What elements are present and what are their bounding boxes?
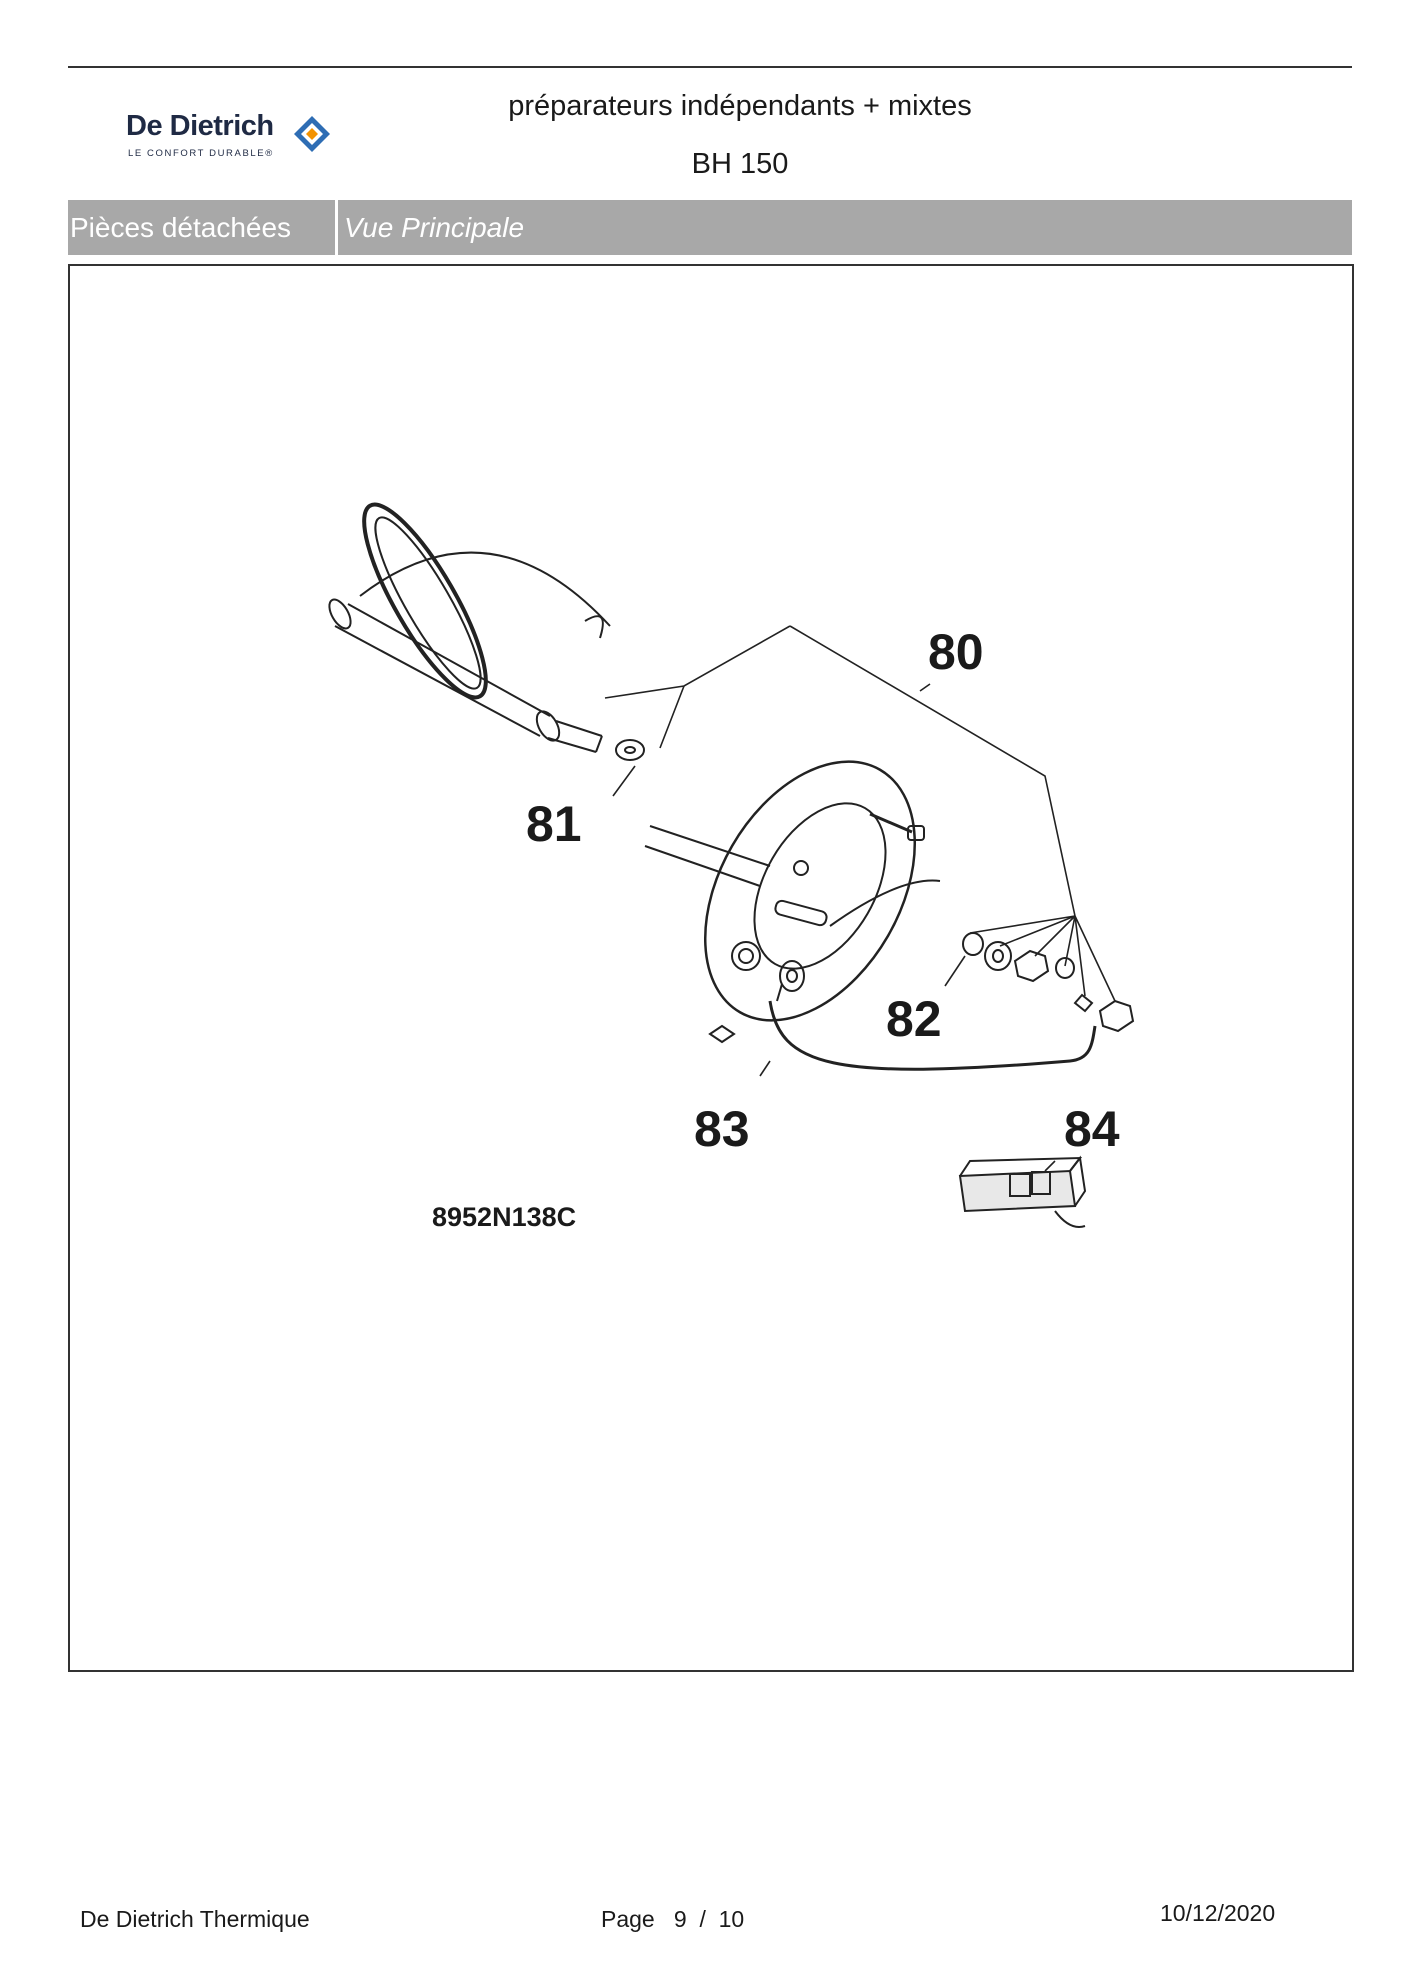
callout-84: 84 (1064, 1101, 1120, 1157)
footer-page-indicator: Page 9 / 10 (601, 1906, 744, 1933)
drawing-reference-code: 8952N138C (432, 1202, 576, 1232)
callout-80: 80 (928, 624, 984, 680)
section-divider (335, 200, 338, 255)
callout-81: 81 (526, 796, 582, 852)
page-total: 10 (718, 1906, 745, 1932)
footer-company: De Dietrich Thermique (80, 1906, 310, 1932)
model-name: BH 150 (691, 148, 789, 180)
page-label: Page (601, 1906, 655, 1932)
footer-date: 10/12/2020 (1160, 1900, 1276, 1926)
top-rule (68, 66, 1352, 68)
hardware-82-drawing (962, 932, 1135, 1033)
connector-84-drawing (958, 1155, 1087, 1228)
section-label-spare-parts: Pièces détachées (70, 212, 292, 243)
callout-83: 83 (694, 1101, 750, 1157)
heating-element-drawing (328, 502, 611, 753)
exploded-view-figure: 80 81 82 83 84 8952N138C (68, 264, 1354, 1672)
section-label-view: Vue Principale (344, 212, 525, 243)
brand-tagline: LE CONFORT DURABLE® (128, 148, 274, 159)
brand-logo: De Dietrich LE CONFORT DURABLE® (126, 110, 346, 162)
flange-plate-drawing (644, 760, 941, 1044)
document-title: préparateurs indépendants + mixtes (508, 90, 972, 122)
leader-lines (604, 625, 1116, 1172)
section-bar: Pièces détachées Vue Principale (68, 200, 1352, 255)
diamond-logo-icon (294, 116, 330, 152)
washer-81-drawing (615, 739, 645, 761)
exploded-diagram: 80 81 82 83 84 8952N138C (328, 502, 1135, 1232)
callout-82: 82 (886, 991, 942, 1047)
page-separator: / (699, 1906, 706, 1932)
page-current: 9 (673, 1906, 687, 1932)
ground-wire-83-drawing (768, 983, 1097, 1071)
brand-name: De Dietrich (126, 110, 274, 142)
